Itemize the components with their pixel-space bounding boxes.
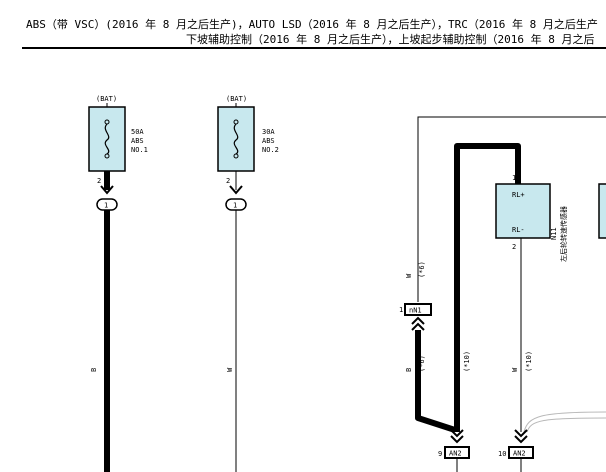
svg-text:nN1: nN1 [409, 307, 422, 315]
svg-text:(*10): (*10) [525, 351, 533, 372]
connector-nn1[interactable]: 1 nN1 [399, 303, 432, 316]
fuse-abs-no1[interactable]: (BAT) 50A ABS NO.1 2 [88, 95, 148, 185]
shield-wire-grey [523, 411, 606, 433]
fuse1-connector[interactable]: 1 [96, 198, 118, 211]
fuse1-supply: (BAT) [96, 95, 117, 103]
wire-b-thick-lower [415, 330, 456, 433]
svg-text:W: W [405, 273, 413, 278]
fuse-element-icon [104, 123, 110, 155]
fuse1-wire-color: B [90, 368, 98, 372]
wire-rl-plus-thick [454, 143, 521, 432]
fuse-element-icon [233, 123, 239, 155]
connector-an2-pin10[interactable]: 10 AN2 [498, 446, 534, 459]
sensor-code: N11 [550, 227, 558, 240]
svg-text:1: 1 [512, 174, 516, 182]
fuse1-number: NO.1 [131, 146, 148, 154]
svg-text:(*6): (*6) [418, 355, 426, 372]
arrow-down-icon [450, 429, 464, 438]
svg-text:10: 10 [498, 450, 506, 458]
arrow-down-icon [450, 435, 464, 444]
shield-wire-grey [526, 417, 606, 433]
fuse2-name: ABS [262, 137, 275, 145]
svg-text:(*10): (*10) [463, 351, 471, 372]
arrow-down-icon [100, 185, 114, 195]
fuse2-connector[interactable]: 1 [225, 198, 247, 211]
fuse2-wire-color: W [226, 367, 234, 372]
svg-text:(*6): (*6) [418, 261, 426, 278]
header-line-1: ABS（带 VSC）(2016 年 8 月之后生产)，AUTO LSD（2016… [26, 18, 598, 31]
header-line-2: 下坡辅助控制（2016 年 8 月之后生产），上坡起步辅助控制（2016 年 8… [186, 33, 595, 46]
svg-text:9: 9 [438, 450, 442, 458]
sensor-n11[interactable]: 1 RL+ RL- 2 N11 左后轮转速传感器 [495, 174, 568, 262]
fuse1-body [88, 106, 126, 172]
svg-text:1: 1 [104, 202, 108, 210]
svg-text:1: 1 [399, 306, 403, 314]
wire-outer-frame [417, 116, 606, 302]
arrow-down-icon [514, 435, 528, 444]
sensor-body [495, 183, 551, 239]
arrow-up-icon [411, 322, 425, 331]
fuse2-number: NO.2 [262, 146, 279, 154]
arrow-down-icon [229, 185, 243, 195]
fuse2-pin: 2 [226, 177, 230, 185]
connector-an2-pin9[interactable]: 9 AN2 [438, 446, 470, 459]
svg-text:B: B [405, 368, 413, 372]
fuse2-supply: (BAT) [226, 95, 247, 103]
fuse1-pin: 2 [97, 177, 101, 185]
fuse1-rating: 50A [131, 128, 144, 136]
fuse2-body [217, 106, 255, 172]
arrow-up-icon [411, 316, 425, 325]
arrow-down-icon [514, 429, 528, 438]
svg-text:RL-: RL- [512, 226, 525, 234]
svg-text:2: 2 [512, 243, 516, 251]
sensor-name: 左后轮转速传感器 [559, 206, 568, 262]
header-rule [22, 47, 606, 49]
fuse1-name: ABS [131, 137, 144, 145]
fuse-abs-no2[interactable]: (BAT) 30A ABS NO.2 2 [217, 95, 279, 185]
svg-text:AN2: AN2 [513, 450, 526, 458]
svg-text:1: 1 [233, 202, 237, 210]
fuse2-rating: 30A [262, 128, 275, 136]
svg-text:RL+: RL+ [512, 191, 525, 199]
svg-text:W: W [511, 367, 519, 372]
svg-text:AN2: AN2 [449, 450, 462, 458]
adjacent-component [598, 183, 606, 239]
